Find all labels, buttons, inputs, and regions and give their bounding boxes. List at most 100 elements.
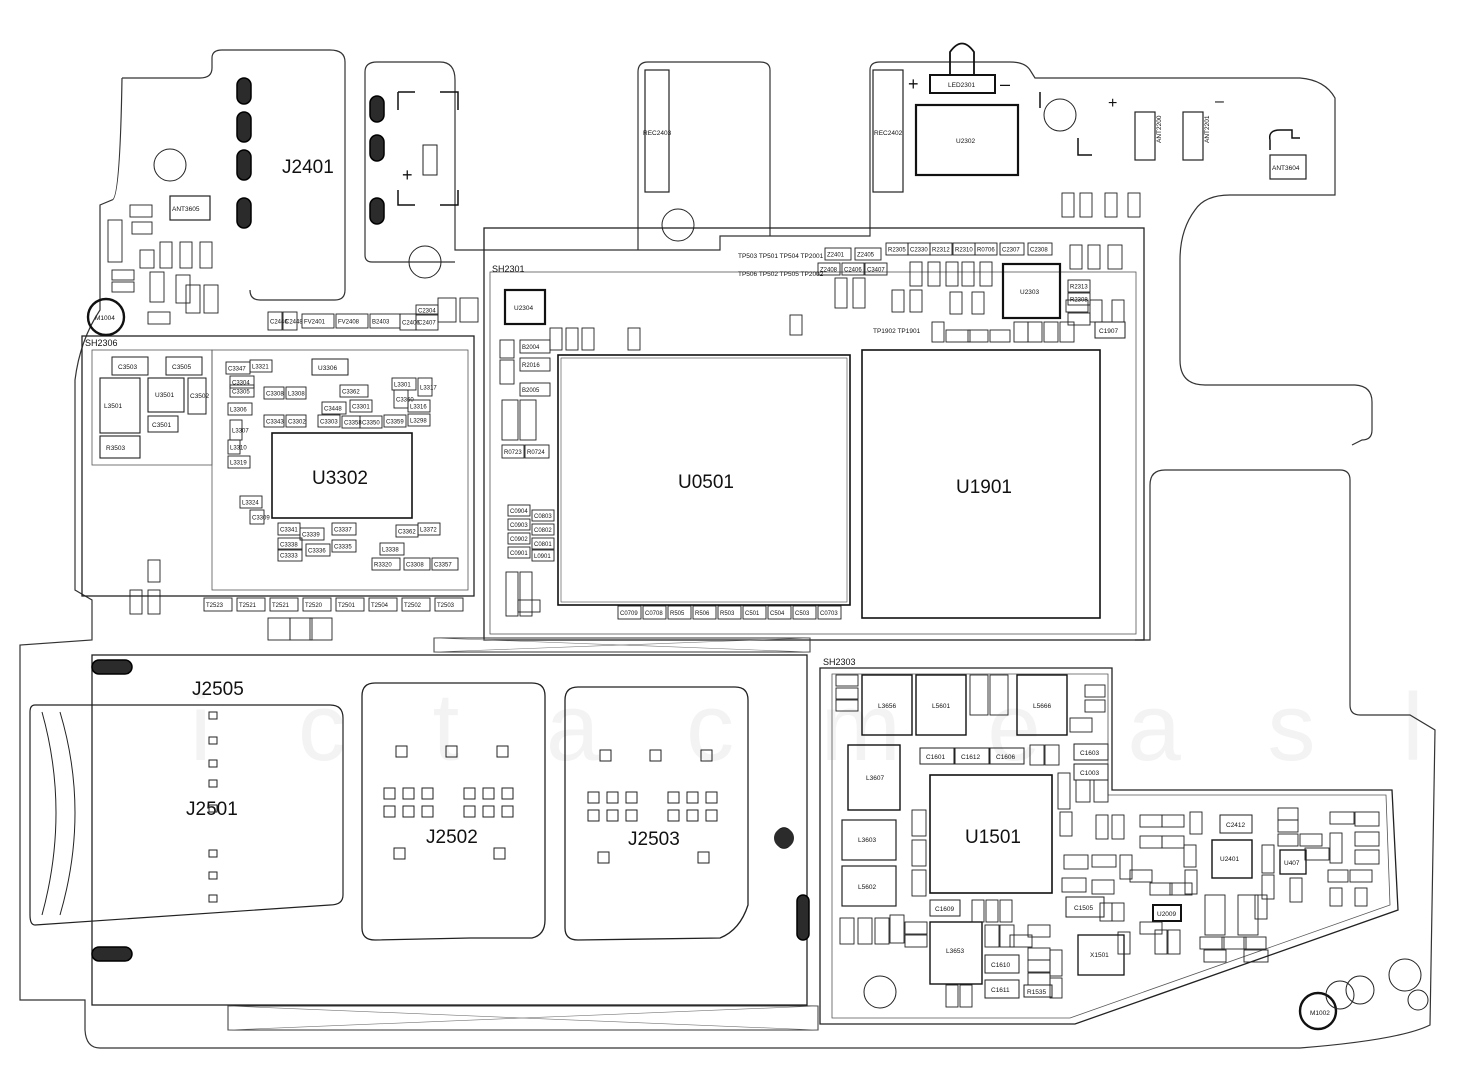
smd-component — [149, 271, 165, 303]
component-c3335: C3335 — [331, 539, 357, 553]
svg-text:C3350: C3350 — [362, 421, 380, 427]
svg-text:C0709: C0709 — [620, 611, 638, 617]
component-l3321: L3321 — [249, 359, 273, 373]
component-t2501: T2501 — [335, 597, 365, 612]
smd-component — [147, 589, 161, 615]
tp-row-2: TP506 TP502 TP505 TP2002 — [738, 271, 824, 278]
svg-text:C0803: C0803 — [534, 514, 552, 520]
smd-component — [1149, 882, 1173, 896]
chip-u2401 — [1211, 839, 1253, 879]
component-r2016: R2016 — [519, 357, 551, 372]
ind-l3501 — [99, 377, 141, 434]
smd-component — [1243, 936, 1267, 950]
smd-component — [1354, 887, 1368, 907]
smd-component — [1107, 244, 1123, 270]
svg-text:L3298: L3298 — [410, 419, 427, 425]
ind-l5602 — [841, 865, 897, 907]
label-c3501: C3501 — [152, 422, 172, 429]
smd-component — [1089, 299, 1103, 323]
component-t2521: T2521 — [269, 597, 299, 612]
sim-pad — [482, 787, 495, 800]
label-j2505: J2505 — [192, 679, 244, 700]
mount-hole-2 — [661, 208, 695, 242]
smd-component — [1261, 844, 1275, 874]
tray-rail-hatch2 — [227, 1005, 819, 1031]
label-c1606: C1606 — [996, 754, 1016, 761]
mount-hole-7 — [1345, 975, 1375, 1005]
component-c2304: C2304 — [415, 304, 439, 316]
smd-component — [1027, 924, 1051, 938]
smd-component — [1289, 877, 1303, 903]
mount-hole-8 — [1407, 989, 1429, 1011]
smd-component — [1349, 869, 1373, 883]
component-b2004: B2004 — [519, 339, 551, 354]
smd-component — [1261, 874, 1275, 900]
label-l3656: L3656 — [878, 703, 896, 710]
component-r2310: R2310 — [952, 242, 976, 256]
smd-component — [1304, 847, 1330, 861]
component-c3309: C3309 — [249, 509, 270, 525]
spring-contact-1 — [236, 111, 252, 143]
svg-text:L3324: L3324 — [242, 501, 259, 507]
svg-text:C3358: C3358 — [344, 421, 362, 427]
shield-sh2306-sub2 — [211, 349, 469, 591]
smd-component — [979, 261, 993, 287]
ind-l3656 — [861, 674, 913, 736]
chip-u2302 — [914, 103, 1020, 177]
component-l3316: L3316 — [407, 399, 431, 413]
led-minus: – — [1000, 74, 1010, 94]
label-j2401: J2401 — [282, 157, 334, 178]
component-c3301: C3301 — [349, 399, 373, 413]
smd-component — [1079, 192, 1093, 218]
smd-component — [1027, 947, 1051, 961]
smd-component — [129, 204, 153, 218]
svg-text:C3338: C3338 — [280, 543, 298, 549]
board-outline — [19, 49, 1436, 1049]
svg-text:C3336: C3336 — [308, 549, 326, 555]
component-l0901: L0901 — [531, 549, 555, 562]
svg-text:C2446: C2446 — [270, 320, 288, 326]
smd-component — [945, 329, 971, 343]
smd-component — [835, 674, 859, 687]
svg-text:L3316: L3316 — [410, 405, 427, 411]
sim-pad — [606, 791, 619, 804]
smd-component — [519, 571, 533, 617]
smd-component — [147, 311, 171, 325]
label-rec2402: REC2402 — [874, 130, 903, 137]
component-c3308: C3308 — [403, 557, 431, 571]
svg-text:Z2405: Z2405 — [857, 253, 875, 259]
sim-pad — [402, 805, 415, 818]
component-c3343: C3343 — [263, 414, 285, 428]
smd-component — [1354, 831, 1380, 847]
smd-component — [911, 869, 927, 897]
spring-contact-8 — [91, 946, 133, 962]
label-u2401: U2401 — [1220, 856, 1240, 863]
smd-component — [1354, 811, 1380, 827]
label-u1901: U1901 — [956, 477, 1012, 498]
sim-pad — [587, 791, 600, 804]
smd-component — [549, 327, 563, 351]
smd-component — [1027, 321, 1043, 343]
ant3605 — [169, 195, 211, 221]
smd-component — [139, 249, 155, 269]
hole-m1004 — [86, 297, 126, 337]
cap-c1612 — [954, 747, 990, 765]
sim-pad — [705, 809, 718, 822]
sim-pad — [421, 787, 434, 800]
svg-text:R503: R503 — [720, 611, 735, 617]
smd-component — [852, 277, 866, 309]
smd-component — [565, 327, 579, 351]
j2501-pins — [208, 711, 218, 903]
smd-component — [1091, 879, 1115, 895]
smd-component — [835, 699, 859, 712]
sim-pad — [445, 745, 458, 758]
svg-text:L3307: L3307 — [232, 429, 249, 435]
mount-hole-5 — [1325, 980, 1355, 1010]
label-sh2303: SH2303 — [823, 657, 856, 667]
led-led2301 — [929, 74, 996, 94]
smd-component — [985, 899, 999, 923]
label-rec2403: REC2403 — [643, 130, 672, 137]
component-c3339: C3339 — [299, 527, 325, 541]
svg-text:C503: C503 — [795, 611, 810, 617]
smd-component — [1111, 299, 1125, 323]
